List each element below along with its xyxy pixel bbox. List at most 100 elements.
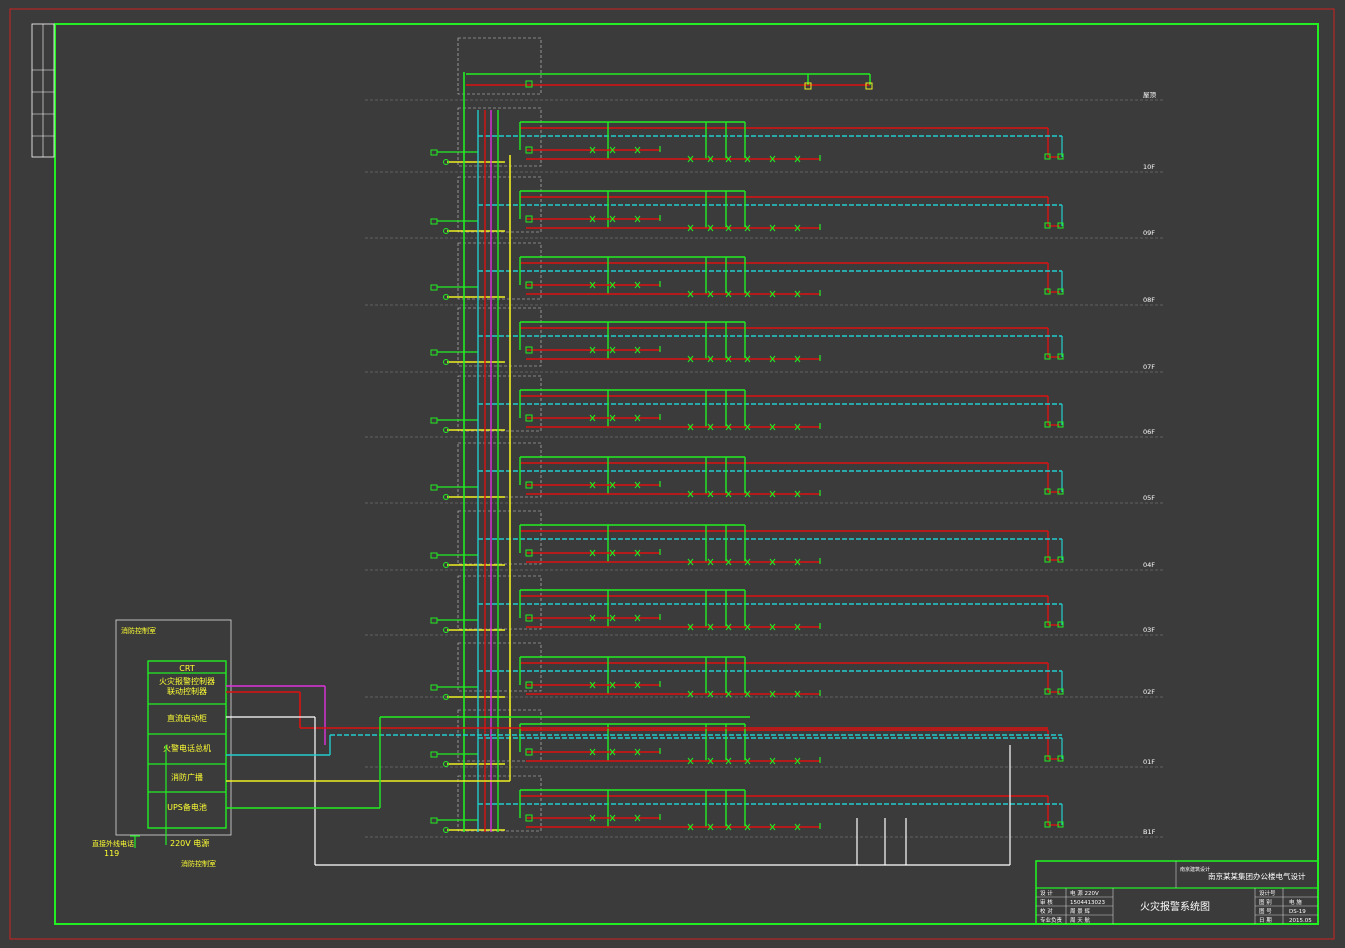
outer-border bbox=[9, 8, 1335, 940]
title-block-frame bbox=[1035, 860, 1319, 925]
control-room-title: 消防控制室 bbox=[121, 626, 156, 635]
detector-icon bbox=[725, 290, 732, 298]
floor-label-02F: 02F bbox=[1143, 688, 1155, 696]
title-row-value: 1504413023 bbox=[1070, 900, 1105, 906]
panel-item: 联动控制器 bbox=[167, 686, 207, 696]
floor-03F: 03F bbox=[365, 575, 1165, 636]
floor-module-box bbox=[457, 575, 542, 630]
end-device-icon bbox=[1044, 821, 1051, 828]
detector-icon bbox=[769, 224, 776, 232]
end-device-icon bbox=[1057, 421, 1064, 428]
detector-icon bbox=[687, 757, 694, 765]
end-device-icon bbox=[1044, 288, 1051, 295]
detector-icon bbox=[769, 757, 776, 765]
end-device-icon bbox=[1057, 153, 1064, 160]
title-row-value: 周 景 辉 bbox=[1070, 907, 1090, 915]
detector-icon bbox=[725, 690, 732, 698]
floor-label-10F: 10F bbox=[1143, 163, 1155, 171]
detector-icon bbox=[589, 681, 596, 689]
detector-icon bbox=[707, 155, 714, 163]
detector-icon bbox=[725, 224, 732, 232]
title-row-value: 2015.05 bbox=[1289, 918, 1312, 924]
detector-icon bbox=[725, 757, 732, 765]
control-panel bbox=[147, 660, 227, 829]
end-device-icon bbox=[1044, 755, 1051, 762]
floor-08F: 08F bbox=[365, 242, 1165, 306]
drawing-frame bbox=[54, 23, 1319, 925]
floor-label-07F: 07F bbox=[1143, 363, 1155, 371]
module-icon bbox=[525, 281, 533, 289]
floor-label-B1F: B1F bbox=[1143, 828, 1156, 836]
floor-06F: 06F bbox=[365, 375, 1165, 438]
speaker-icon bbox=[443, 228, 449, 234]
floor-label-03F: 03F bbox=[1143, 626, 1155, 634]
module-icon bbox=[525, 614, 533, 622]
detector-icon bbox=[609, 614, 616, 622]
project-name: 南京某某集团办公楼电气设计 bbox=[1208, 871, 1306, 881]
detector-icon bbox=[609, 146, 616, 154]
floor-label-08F: 08F bbox=[1143, 296, 1155, 304]
detector-icon bbox=[707, 423, 714, 431]
detector-icon bbox=[744, 490, 751, 498]
module-icon bbox=[525, 346, 533, 354]
detector-icon bbox=[744, 224, 751, 232]
module-icon bbox=[525, 681, 533, 689]
title-row-value: 电 源 220V bbox=[1070, 889, 1099, 897]
detector-icon bbox=[707, 623, 714, 631]
outside-line-label: 直接外线电话 bbox=[92, 839, 134, 848]
detector-icon bbox=[794, 490, 801, 498]
detector-icon bbox=[634, 681, 641, 689]
detector-icon bbox=[794, 224, 801, 232]
control-room-group: 消防控制室CRT火灾报警控制器联动控制器直流启动柜火警电话总机消防广播UPS备电… bbox=[92, 619, 1062, 868]
speaker-icon bbox=[443, 359, 449, 365]
detector-icon bbox=[794, 823, 801, 831]
detector-icon bbox=[609, 814, 616, 822]
detector-icon bbox=[769, 290, 776, 298]
detector-icon bbox=[725, 558, 732, 566]
detector-icon bbox=[725, 355, 732, 363]
detector-icon bbox=[687, 623, 694, 631]
title-row-key: 校 对 bbox=[1040, 907, 1053, 915]
floor-10F: 10F bbox=[365, 107, 1165, 173]
floor-module-box bbox=[457, 510, 542, 565]
end-device-icon bbox=[1057, 688, 1064, 695]
end-device-icon bbox=[1057, 621, 1064, 628]
detector-icon bbox=[769, 623, 776, 631]
detector-icon bbox=[707, 823, 714, 831]
detector-icon bbox=[707, 757, 714, 765]
detector-icon bbox=[687, 490, 694, 498]
floor-label-05F: 05F bbox=[1143, 494, 1155, 502]
module-icon bbox=[525, 549, 533, 557]
detector-icon bbox=[707, 355, 714, 363]
detector-icon bbox=[634, 414, 641, 422]
detector-icon bbox=[609, 748, 616, 756]
panel-item: CRT bbox=[179, 664, 195, 673]
end-device-icon bbox=[1057, 222, 1064, 229]
speaker-icon bbox=[443, 294, 449, 300]
end-device-icon bbox=[1057, 556, 1064, 563]
detector-icon bbox=[769, 690, 776, 698]
detector-icon bbox=[589, 748, 596, 756]
detector-icon bbox=[687, 290, 694, 298]
detector-icon bbox=[609, 681, 616, 689]
drawing-title: 火灾报警系统图 bbox=[1140, 900, 1210, 913]
detector-icon bbox=[794, 558, 801, 566]
control-room-box bbox=[115, 619, 232, 836]
module-icon bbox=[525, 481, 533, 489]
speaker-icon bbox=[443, 761, 449, 767]
module-icon bbox=[525, 748, 533, 756]
detector-icon bbox=[794, 690, 801, 698]
detector-icon bbox=[794, 290, 801, 298]
speaker-icon bbox=[443, 694, 449, 700]
end-device-icon bbox=[1044, 488, 1051, 495]
detector-icon bbox=[589, 614, 596, 622]
detector-icon bbox=[687, 155, 694, 163]
detector-icon bbox=[744, 823, 751, 831]
speaker-icon bbox=[443, 827, 449, 833]
detector-icon bbox=[744, 690, 751, 698]
detector-icon bbox=[589, 146, 596, 154]
floor-label-09F: 09F bbox=[1143, 229, 1155, 237]
detector-icon bbox=[687, 690, 694, 698]
floor-07F: 07F bbox=[365, 307, 1165, 373]
end-device-icon bbox=[1057, 288, 1064, 295]
